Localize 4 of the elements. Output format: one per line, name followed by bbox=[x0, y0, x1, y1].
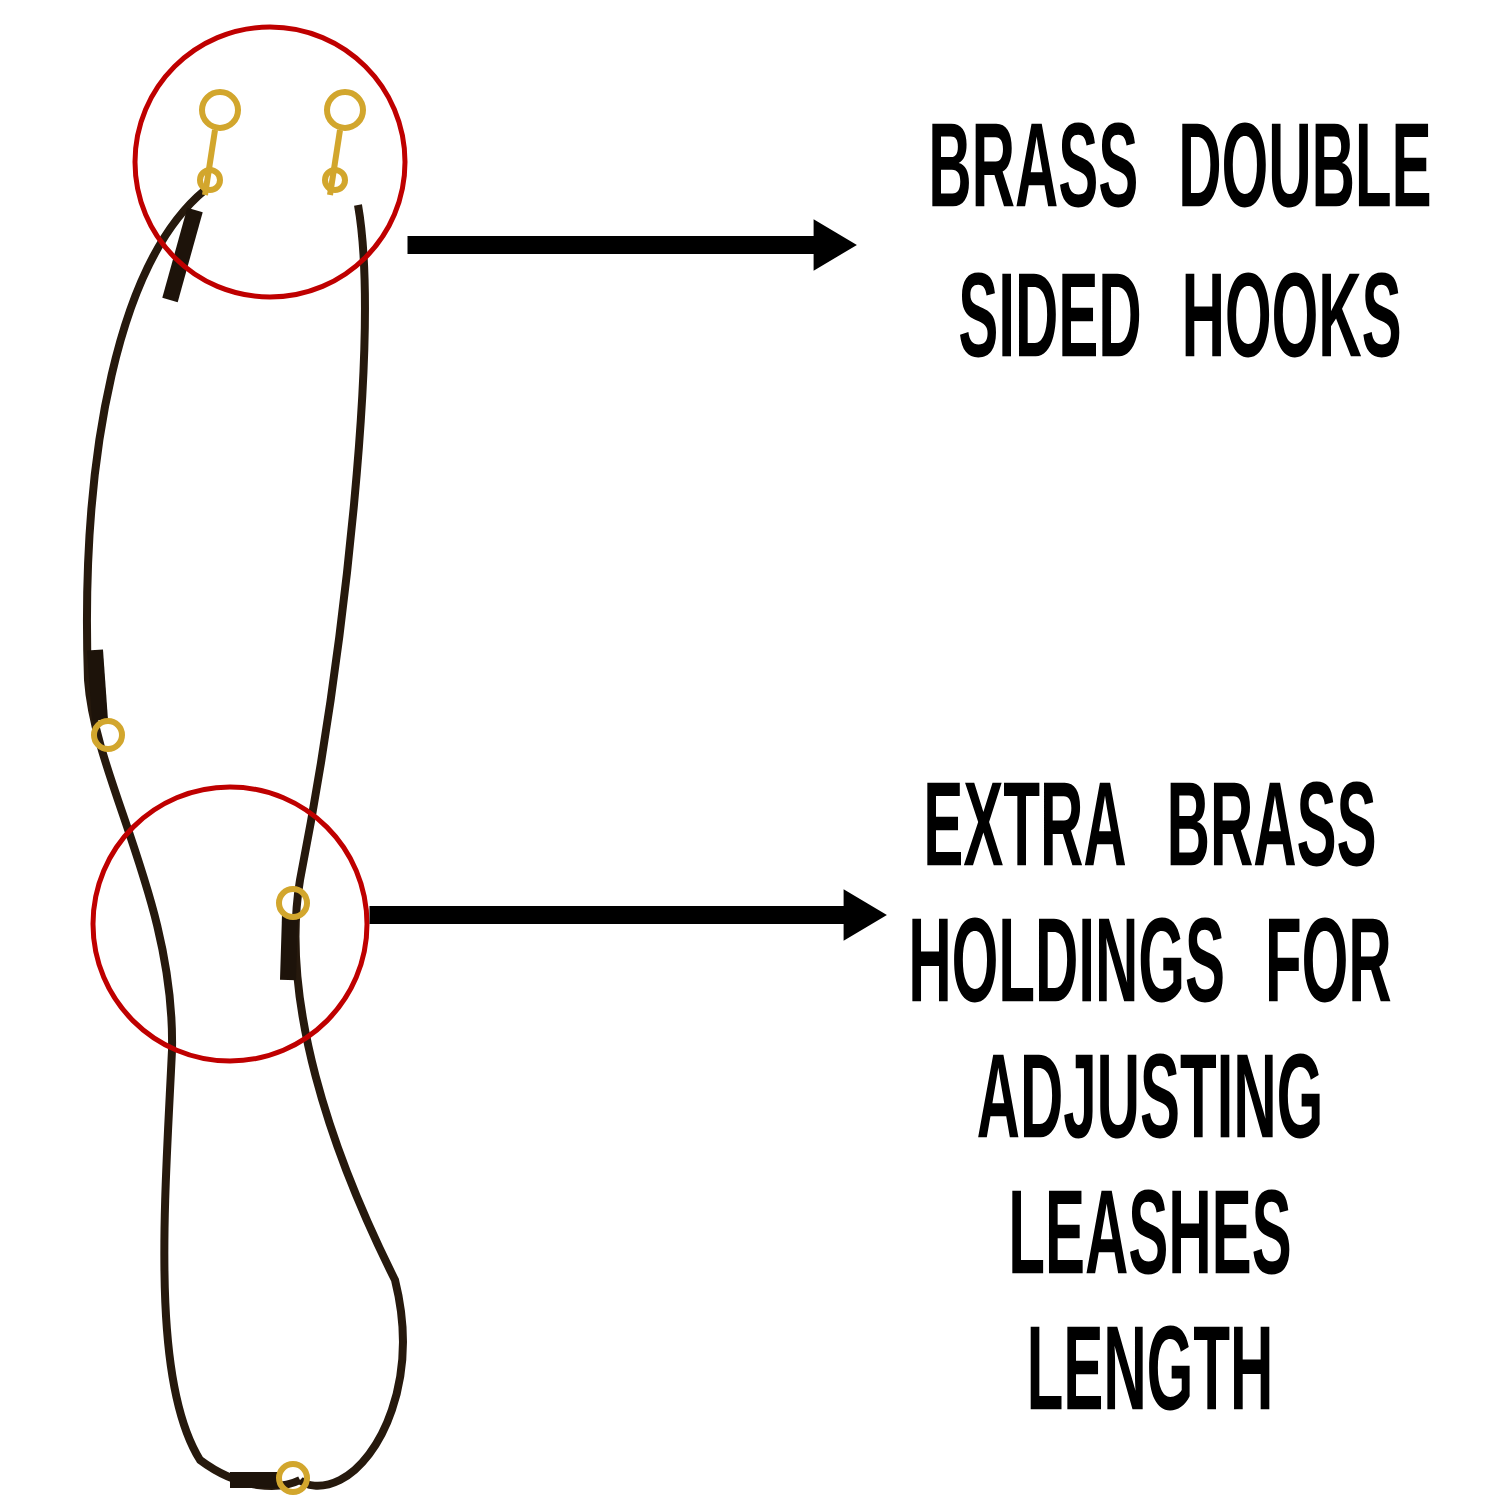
caption-text: EXTRA BRASS HOLDINGS FOR ADJUSTING LEASHES LENGTH bbox=[912, 781, 1391, 1411]
highlight-circle bbox=[90, 784, 370, 1064]
highlight-circle bbox=[132, 24, 408, 300]
caption-text: BRASS DOUBLE SIDED HOOKS bbox=[932, 122, 1430, 358]
